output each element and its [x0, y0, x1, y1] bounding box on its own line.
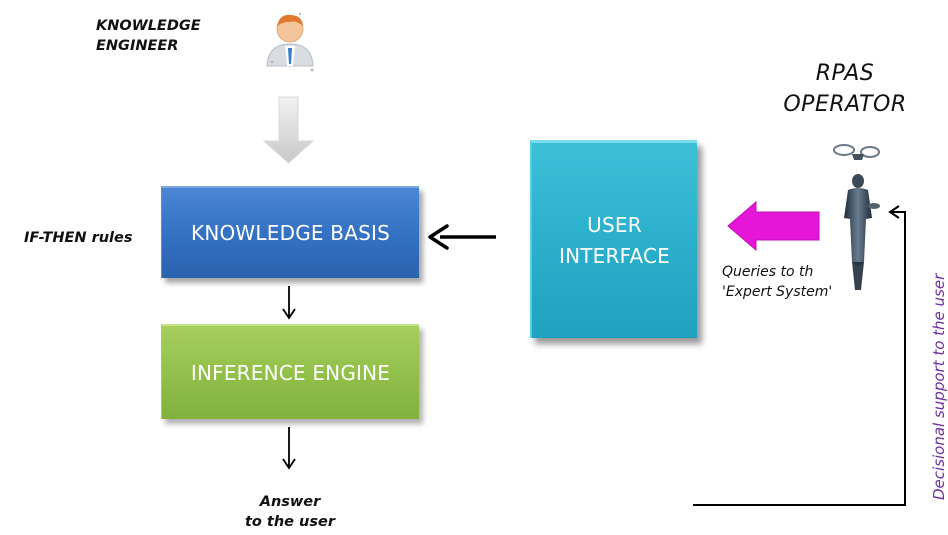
ui-to-kb-arrow — [428, 224, 496, 250]
knowledge-basis-block: KNOWLEDGE BASIS — [161, 186, 419, 278]
gray-down-arrow — [262, 96, 315, 164]
decisional-support-label: Decisional support to the user — [930, 273, 948, 500]
rpas-operator-label: RPAS OPERATOR — [770, 58, 920, 120]
rpas-operator-figure — [833, 144, 880, 290]
user-interface-line2: INTERFACE — [558, 243, 670, 268]
decisional-support-arrow — [693, 205, 906, 506]
answer-line2: to the user — [244, 514, 336, 530]
queries-line2: 'Expert System' — [722, 284, 833, 300]
if-then-rules-label: IF-THEN rules — [24, 230, 133, 246]
answer-label: Answer to the user — [230, 492, 350, 532]
answer-line1: Answer — [259, 494, 321, 510]
user-interface-block: USER INTERFACE — [530, 140, 697, 338]
queries-label: Queries to th 'Expert System' — [722, 262, 862, 302]
knowledge-engineer-line1: KNOWLEDGE — [96, 18, 201, 34]
knowledge-engineer-label: KNOWLEDGE ENGINEER — [96, 16, 226, 56]
knowledge-engineer-icon — [266, 12, 314, 72]
kb-to-ie-arrow — [282, 286, 296, 320]
user-interface-line1: USER — [587, 212, 642, 237]
rpas-operator-line1: RPAS — [815, 61, 875, 86]
ie-to-answer-arrow — [282, 427, 296, 470]
queries-line1: Queries to th — [722, 264, 814, 280]
rpas-operator-line2: OPERATOR — [783, 92, 907, 117]
inference-engine-block: INFERENCE ENGINE — [161, 324, 419, 419]
query-arrow — [727, 200, 820, 252]
knowledge-engineer-line2: ENGINEER — [96, 38, 179, 54]
